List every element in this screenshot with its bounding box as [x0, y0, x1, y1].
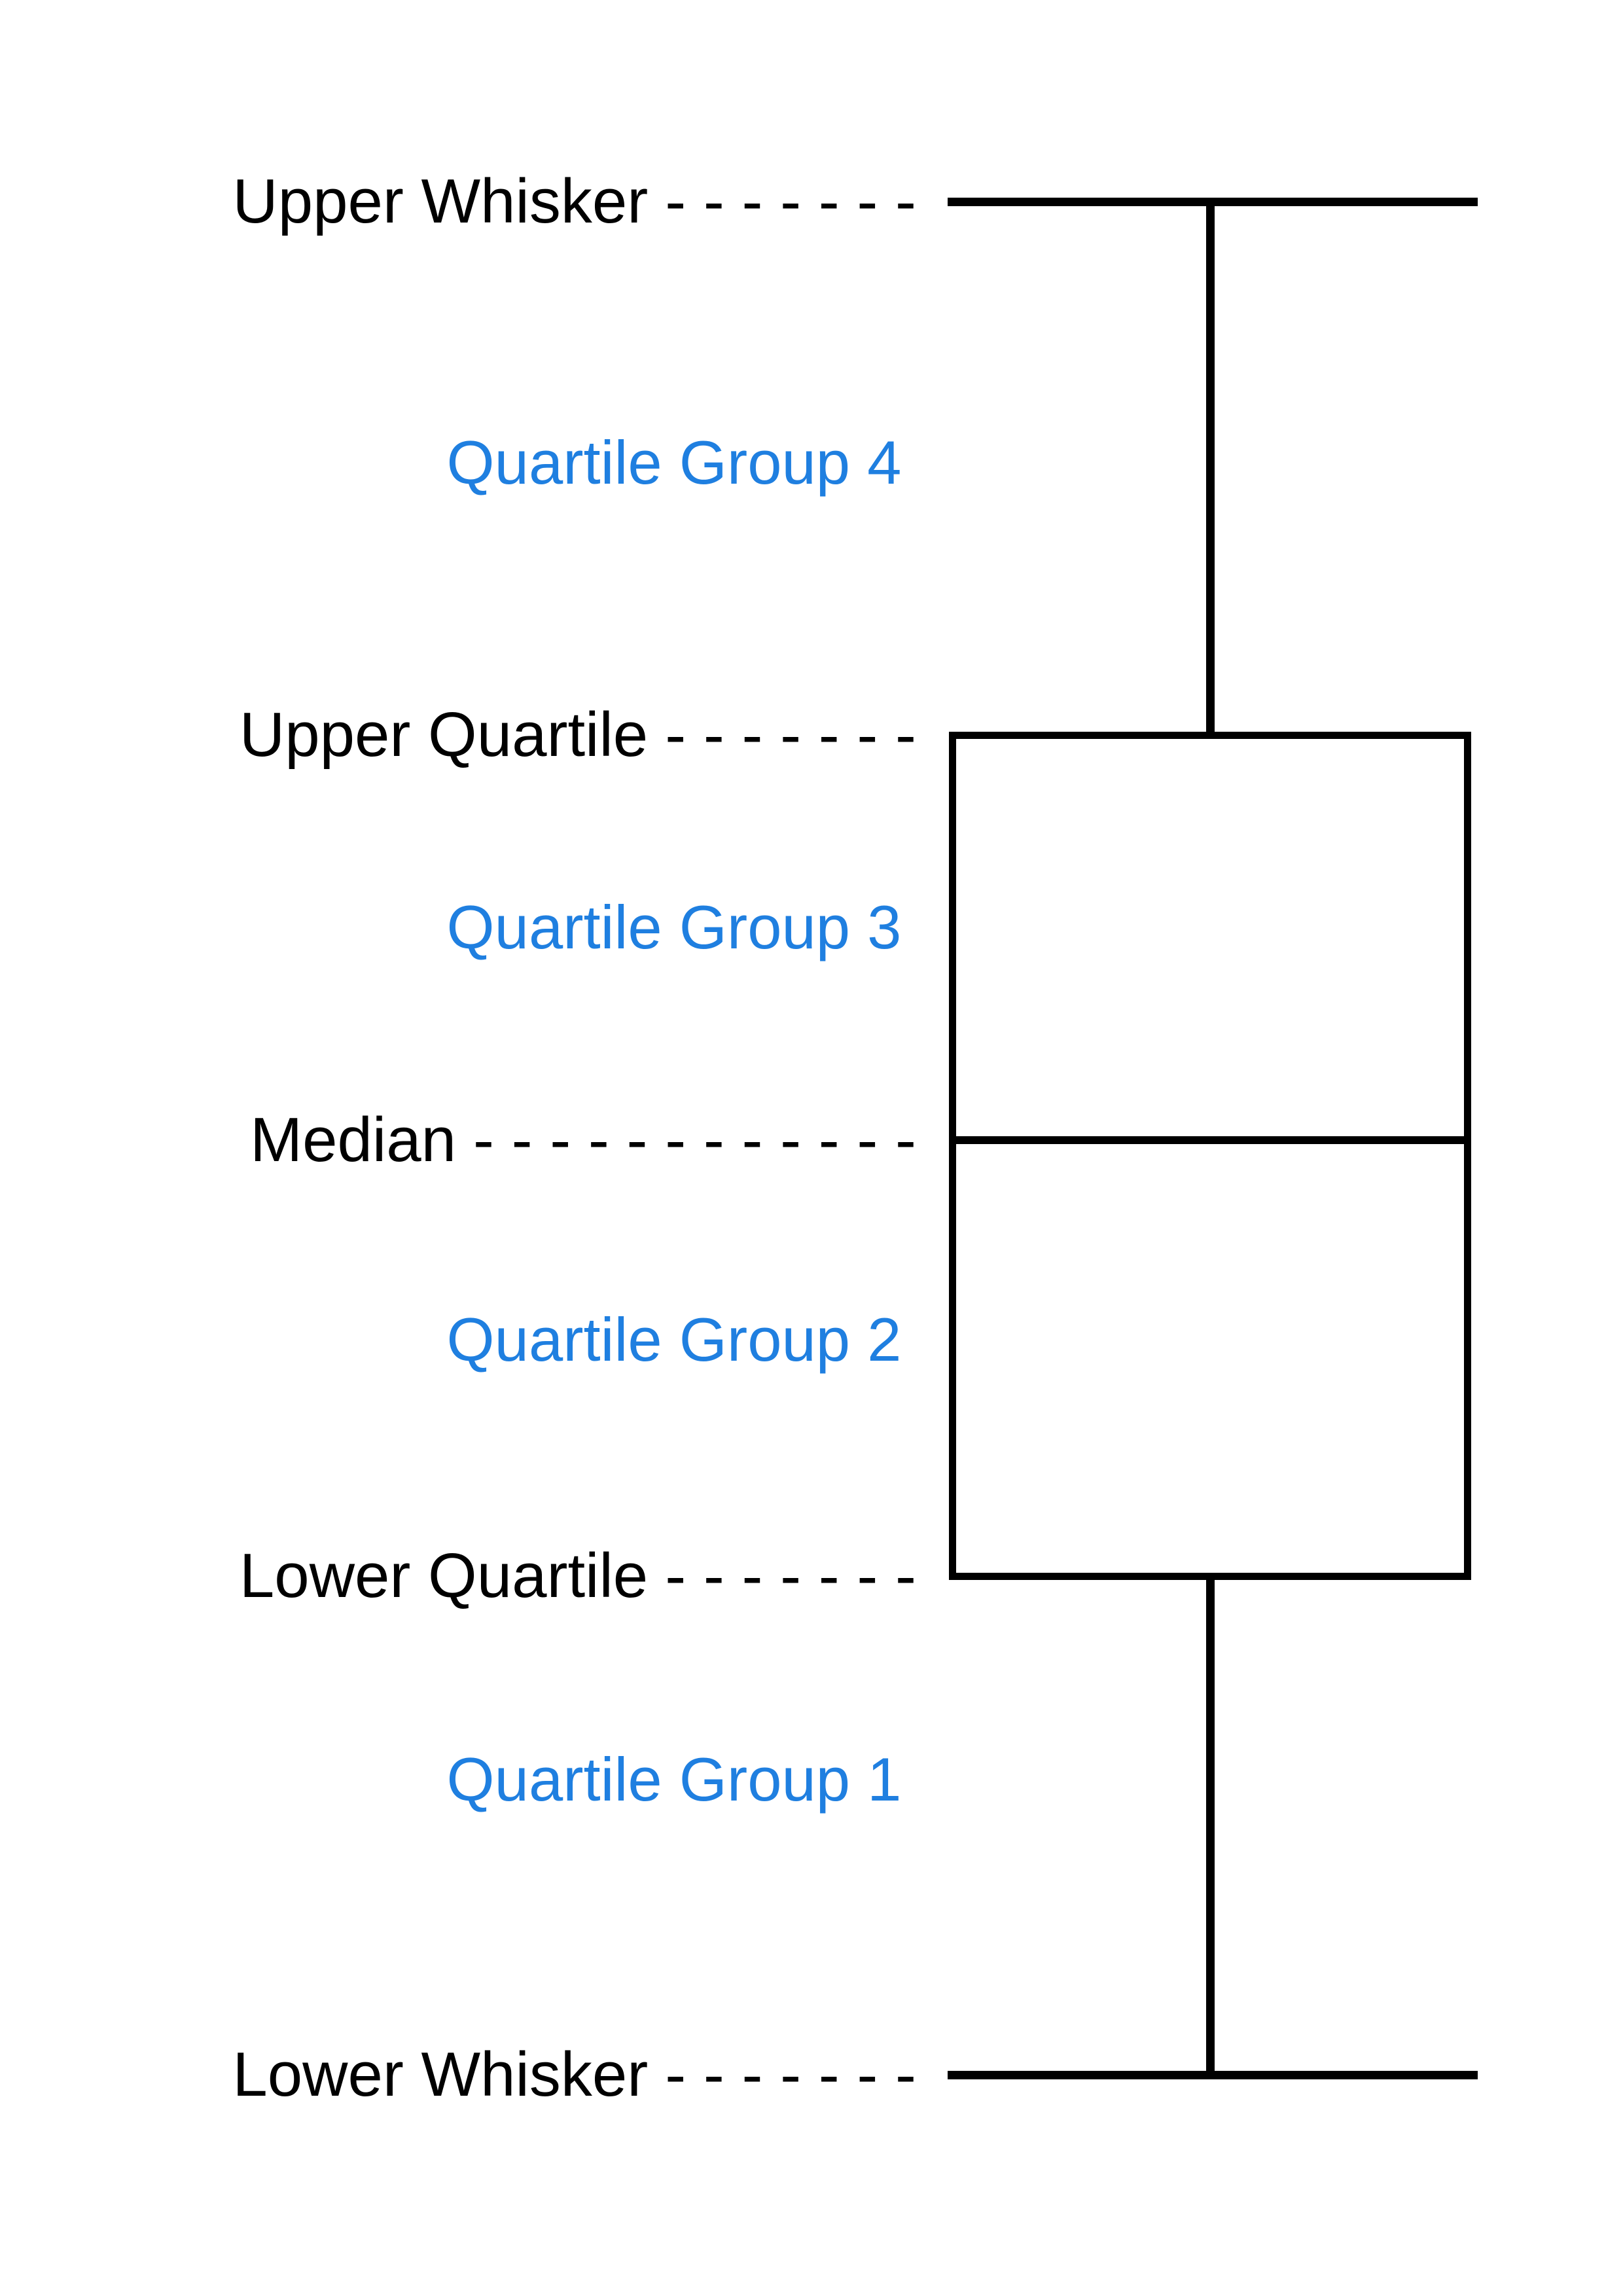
- annotation-label-lower-quartile: Lower Quartile: [239, 1541, 649, 1611]
- group-label-quartile-group-2: Quartile Group 2: [446, 1305, 902, 1374]
- leader-dashes-median: - - - - - - - - - - - -: [473, 1105, 916, 1175]
- upper-whisker-stem: [1206, 202, 1215, 738]
- annotation-label-upper-quartile: Upper Quartile: [239, 700, 649, 770]
- lower-whisker-stem: [1206, 1576, 1215, 2077]
- annotation-upper-quartile: Upper Quartile - - - - - - -: [0, 689, 916, 781]
- annotation-median: Median - - - - - - - - - - - -: [0, 1094, 916, 1186]
- leader-dashes-lower-quartile: - - - - - - -: [665, 1541, 916, 1611]
- leader-dashes-lower-whisker: - - - - - - -: [665, 2039, 916, 2109]
- annotation-label-median: Median: [250, 1105, 456, 1175]
- annotation-lower-quartile: Lower Quartile - - - - - - -: [0, 1530, 916, 1622]
- group-label-quartile-group-3: Quartile Group 3: [446, 893, 902, 961]
- group-label-quartile-group-4: Quartile Group 4: [446, 428, 902, 497]
- leader-dashes-upper-quartile: - - - - - - -: [665, 700, 916, 770]
- interquartile-box: [949, 732, 1471, 1580]
- annotation-lower-whisker: Lower Whisker - - - - - - -: [0, 2029, 916, 2121]
- group-label-quartile-group-1: Quartile Group 1: [446, 1745, 902, 1814]
- annotation-label-lower-whisker: Lower Whisker: [232, 2039, 649, 2109]
- annotation-upper-whisker: Upper Whisker - - - - - - -: [0, 156, 916, 247]
- leader-dashes-upper-whisker: - - - - - - -: [665, 166, 916, 236]
- lower-whisker-cap: [948, 2071, 1478, 2079]
- median-line: [949, 1136, 1471, 1144]
- annotation-label-upper-whisker: Upper Whisker: [232, 166, 649, 236]
